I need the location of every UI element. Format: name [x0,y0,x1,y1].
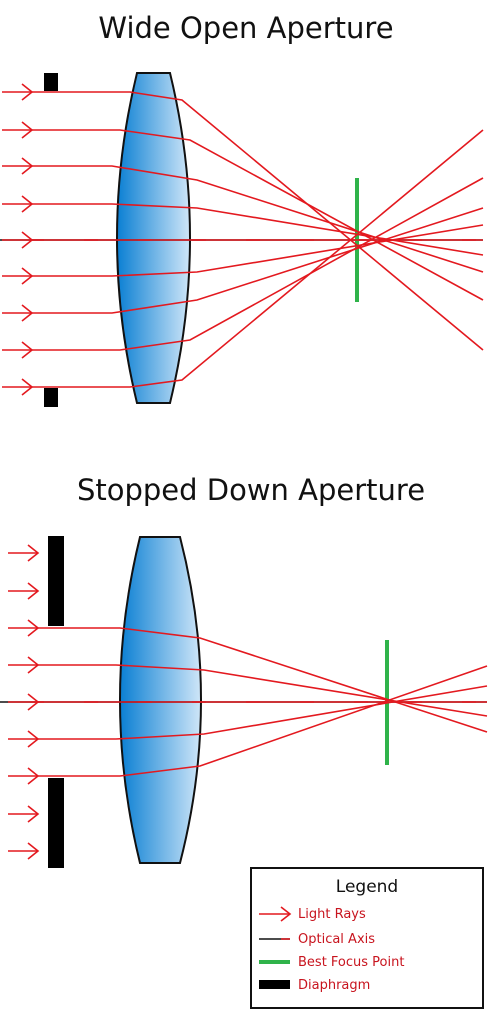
ray-2-wide-open [32,129,484,301]
diaphragm-icon [259,980,290,989]
ray-2-stopped-down [38,664,488,717]
legend-item-diaphragm: Diaphragm [259,978,370,993]
ray-9-wide-open [32,129,484,388]
legend-label-optical-axis: Optical Axis [298,932,375,947]
light-rays-wide-open [2,83,484,396]
legend-label-diaphragm: Diaphragm [298,978,370,993]
legend-label-light-rays: Light Rays [298,907,366,922]
diaphragm-bottom-wide-open [44,388,58,407]
incoming-arrows-stopped-down [8,544,40,860]
ray-4-wide-open [32,203,484,256]
panel-title-wide-open: Wide Open Aperture [98,11,393,45]
lens-stopped-down [119,536,202,864]
panel-title-stopped-down: Stopped Down Aperture [77,473,425,507]
legend-item-optical-axis: Optical Axis [259,932,375,947]
ray-4-stopped-down [38,685,488,740]
ray-8-wide-open [32,177,484,351]
ray-7-wide-open [32,207,484,314]
diaphragm-top-stopped-down [48,536,64,626]
panel-stopped-down: Stopped Down Aperture [0,473,488,868]
ray-3-wide-open [32,165,484,273]
legend-item-light-rays: Light Rays [259,906,366,922]
light-rays-stopped-down [8,544,488,860]
legend-label-best-focus-point: Best Focus Point [298,955,404,970]
ray-1-wide-open [32,91,484,351]
diaphragm-top-wide-open [44,73,58,91]
legend-item-best-focus-point: Best Focus Point [259,955,404,970]
incoming-arrows-wide-open [2,83,34,396]
diaphragm-bottom-stopped-down [48,778,64,868]
lens-wide-open [116,72,191,404]
ray-1-stopped-down [38,627,488,733]
ray-5-stopped-down [38,665,488,777]
legend: Legend Light Rays Optical Axis Best Focu… [250,867,484,1009]
legend-title: Legend [336,877,398,897]
light-ray-arrow-icon [259,906,292,922]
panel-wide-open: Wide Open Aperture [0,11,484,407]
